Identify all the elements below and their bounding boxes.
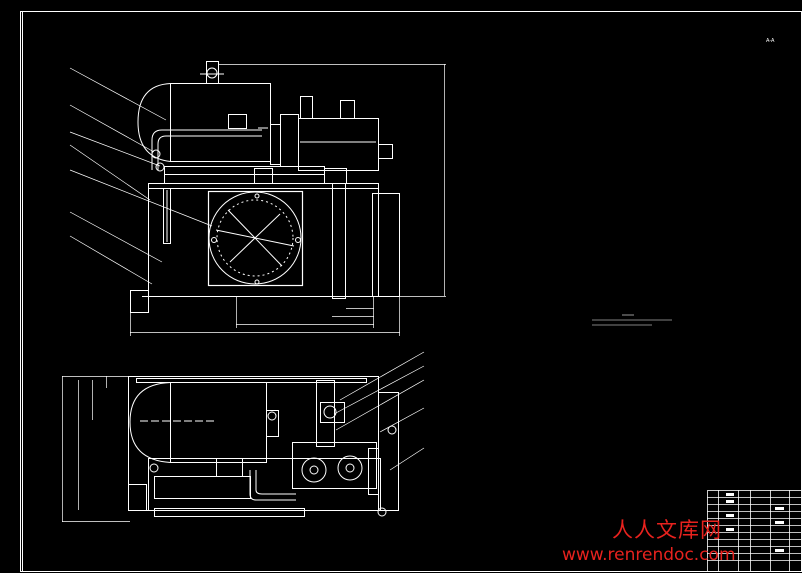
drawing-frame	[20, 11, 802, 572]
top-view	[62, 351, 425, 522]
technical-notes	[592, 314, 672, 326]
view-label-a-a: A-A	[766, 38, 775, 44]
watermark-url[interactable]: www.renrendoc.com	[562, 545, 736, 565]
title-block	[707, 490, 802, 572]
front-view	[69, 61, 446, 336]
watermark-title: 人人文库网	[612, 518, 722, 542]
